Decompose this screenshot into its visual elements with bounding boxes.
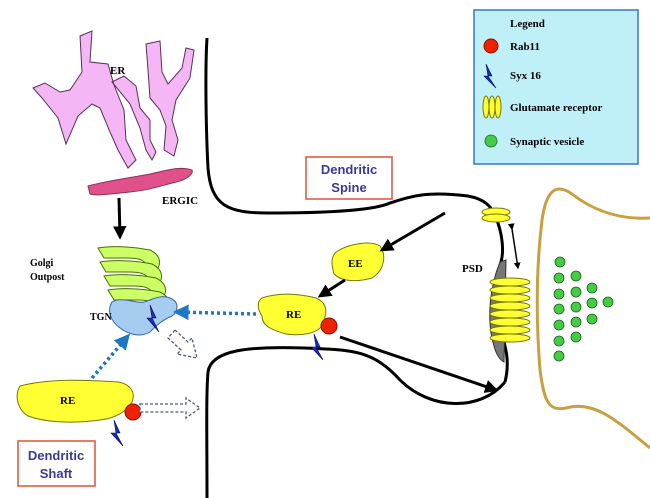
dendrite-membrane-lower [205, 346, 507, 498]
golgi-outpost [97, 246, 170, 313]
re-shaft-label: RE [60, 395, 75, 407]
re-shaft-rab11-icon [124, 403, 142, 421]
tgn-label: TGN [90, 312, 112, 323]
golgi-label-line1: Golgi [30, 258, 54, 269]
legend-item-glutamate-receptor: Glutamate receptor [510, 102, 602, 114]
legend-title: Legend [510, 18, 545, 30]
ergic-shape [87, 167, 193, 196]
dendritic-spine-box: Dendritic Spine [305, 156, 393, 200]
legend-item-syx16: Syx 16 [510, 70, 541, 82]
early-endosome-shape [331, 242, 385, 282]
legend-item-rab11: Rab11 [510, 41, 540, 53]
tgn-syx16-icon [146, 304, 160, 333]
glutamate-receptor-icon [482, 95, 502, 119]
ee-to-re-arrow [317, 278, 346, 298]
spine-to-ee-arrow [379, 211, 446, 252]
synaptic-vesicle-cluster [553, 256, 614, 362]
re-shaft-outbound-hollow-arrow [139, 396, 202, 420]
re-spine-label: RE [286, 309, 301, 321]
ergic-label: ERGIC [162, 195, 198, 207]
psd-label: PSD [462, 263, 483, 275]
recycling-endosome-shaft-shape [16, 379, 134, 423]
re-to-tgn-dotted-arrow [172, 304, 257, 321]
legend-item-synaptic-vesicle: Synaptic vesicle [510, 136, 584, 148]
re-shaft-to-tgn-dotted-arrow [90, 333, 131, 380]
dendritic-shaft-box: Dendritic Shaft [17, 440, 96, 487]
green-vesicle-icon [484, 134, 498, 148]
ee-label: EE [348, 258, 363, 270]
presynaptic-terminal-outline [535, 187, 650, 450]
extrasynaptic-receptor [481, 207, 511, 223]
postsynaptic-receptor-stack [489, 277, 531, 343]
re-spine-rab11-icon [320, 317, 338, 335]
shaft-box-line2: Shaft [40, 466, 73, 481]
re-to-membrane-arrow [339, 335, 499, 393]
legend: Legend Rab11 Syx 16 Glutamate receptor S… [473, 9, 639, 165]
er-label: ER [110, 65, 126, 77]
golgi-label-line2: Outpost [30, 272, 65, 283]
er-shape [32, 30, 195, 169]
er-to-golgi-arrow [112, 197, 127, 240]
tgn-shape [109, 296, 178, 336]
shaft-box-line1: Dendritic [28, 448, 84, 463]
red-circle-icon [483, 38, 499, 54]
dendrite-membrane-upper [204, 37, 498, 219]
tgn-outbound-hollow-arrow [167, 329, 198, 359]
receptor-lateral-diffusion-arrow [507, 223, 521, 270]
spine-box-line2: Spine [331, 180, 366, 195]
recycling-endosome-spine-shape [257, 293, 327, 336]
blue-lightning-icon [483, 63, 497, 89]
spine-box-line1: Dendritic [321, 162, 377, 177]
re-spine-syx16-icon [310, 333, 324, 361]
re-shaft-syx16-icon [110, 419, 124, 447]
